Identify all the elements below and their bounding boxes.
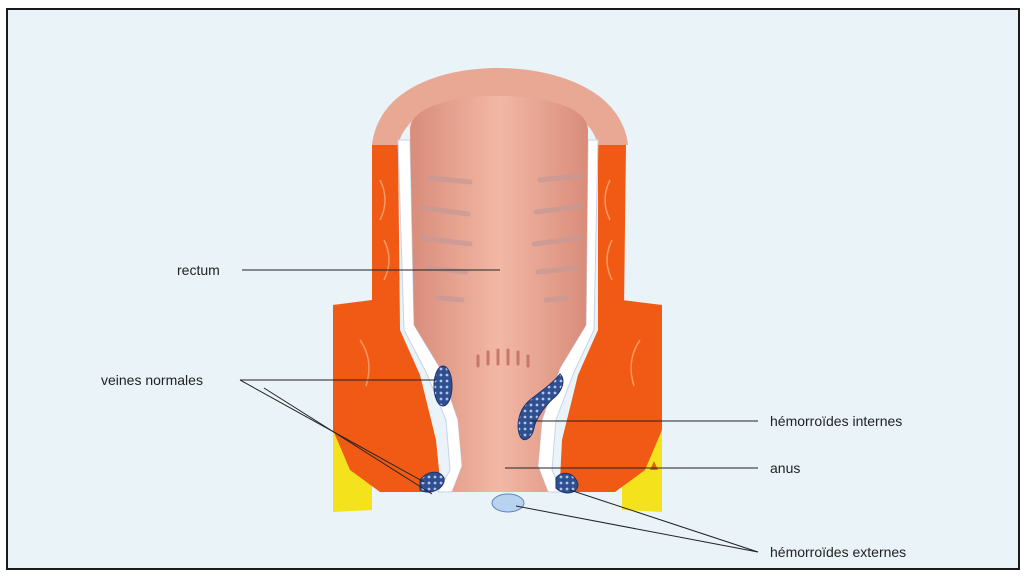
label-hemorroides-externes: hémorroïdes externes [770, 544, 906, 560]
label-anus: anus [770, 460, 800, 476]
external-hemorrhoid-bulge [492, 494, 524, 512]
label-hemorroides-internes: hémorroïdes internes [770, 413, 902, 429]
leader-hemorroides-externes-b [570, 490, 758, 552]
leader-hemorroides-externes-a [516, 506, 758, 552]
label-rectum: rectum [177, 262, 220, 278]
left-normal-vein [434, 366, 452, 406]
rectal-mucosa [410, 96, 588, 492]
label-veines-normales: veines normales [101, 372, 203, 388]
